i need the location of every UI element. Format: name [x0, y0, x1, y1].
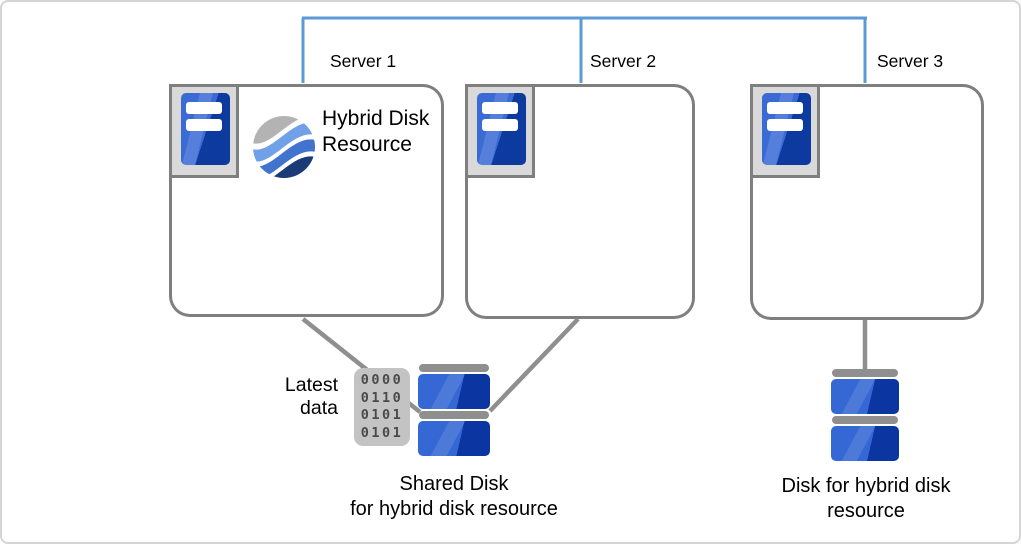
server1-label: Server 1 — [330, 51, 397, 71]
disk-sheen — [426, 374, 469, 409]
server3-tower-icon — [750, 84, 820, 178]
disk-sheen — [838, 426, 880, 461]
disk-bar — [419, 364, 489, 372]
disk-bar — [419, 411, 489, 419]
tower-slot-bar — [767, 102, 804, 114]
tower-slot-bar — [767, 119, 804, 131]
server1-tower-icon — [169, 84, 239, 178]
tower-slot-bar — [186, 119, 223, 131]
binary-row: 0101 — [360, 424, 404, 441]
server2-tower-icon — [465, 84, 535, 178]
tower-slot-bar — [482, 102, 519, 114]
server-tower — [477, 93, 526, 165]
binary-row: 0000 — [360, 372, 404, 388]
disk-bar — [832, 369, 898, 377]
hybrid-disk-icon — [831, 369, 899, 463]
binary-row: 0101 — [360, 407, 404, 423]
wave-sphere-logo — [253, 116, 315, 178]
shared-disk-icon — [418, 364, 490, 458]
disk-bar — [832, 416, 898, 424]
binary-data-icon: 0000 0110 0101 0101 — [354, 368, 410, 446]
server-tower — [181, 93, 230, 165]
server2-label: Server 2 — [590, 51, 657, 71]
disk-platter — [418, 374, 490, 409]
hybrid-disk-caption: Disk for hybrid disk resource — [781, 475, 951, 522]
disk-platter — [831, 426, 899, 461]
latest-data-label: Latest data — [284, 374, 338, 419]
tower-slot-bar — [186, 102, 223, 114]
hybrid-disk-resource-label: Hybrid Disk Resource — [322, 107, 430, 156]
shared-disk-caption: Shared Disk for hybrid disk resource — [350, 473, 558, 520]
connector-server2-shared-disk — [488, 317, 580, 413]
server1-box — [169, 84, 444, 317]
disk-platter — [418, 421, 490, 456]
disk-sheen — [838, 379, 880, 414]
tower-slot-bar — [482, 119, 519, 131]
disk-sheen — [426, 421, 469, 456]
server3-label: Server 3 — [877, 51, 944, 71]
binary-row: 0110 — [360, 389, 404, 406]
disk-platter — [831, 379, 899, 414]
server-tower — [762, 93, 811, 165]
